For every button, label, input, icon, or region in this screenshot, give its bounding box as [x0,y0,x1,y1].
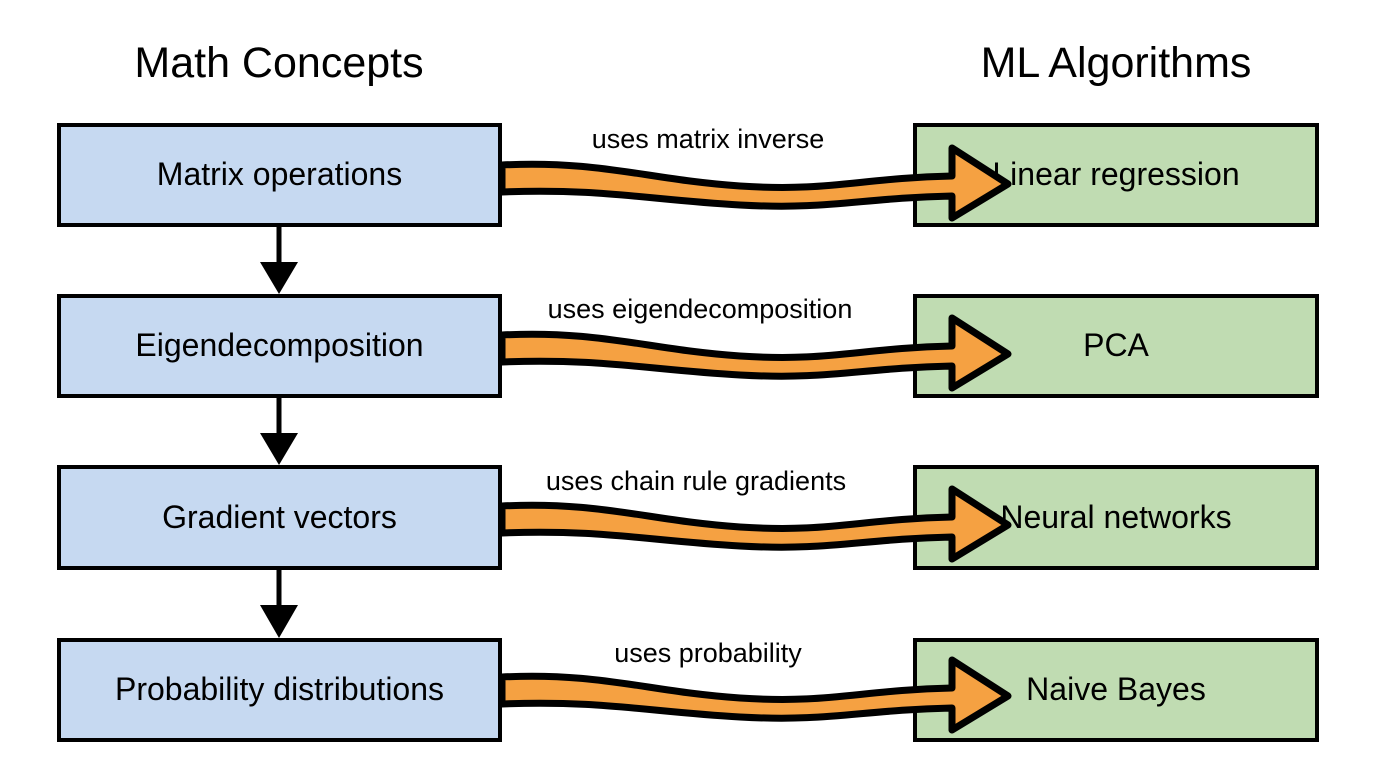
arrow-eigendecomposition-to-gradient-vectors [260,398,298,465]
node-naive-bayes[interactable]: Naive Bayes [913,638,1319,742]
node-linear-regression[interactable]: Linear regression [913,123,1319,227]
node-gradient-vectors[interactable]: Gradient vectors [57,465,502,570]
node-neural-networks[interactable]: Neural networks [913,465,1319,570]
edge-label-uses-probability: uses probability [614,638,802,668]
edge-label-uses-eigendecomposition: uses eigendecomposition [547,294,853,324]
edge-label-uses-chain-rule-gradients: uses chain rule gradients [545,466,847,496]
arrow-matrix-operations-to-eigendecomposition [260,227,298,294]
node-matrix-operations[interactable]: Matrix operations [57,123,502,227]
column-header-ml-algorithms: ML Algorithms [980,39,1252,87]
node-probability-distributions[interactable]: Probability distributions [57,638,502,742]
node-pca[interactable]: PCA [913,294,1319,398]
arrow-gradient-vectors-to-probability-distributions [260,570,298,638]
edge-label-uses-matrix-inverse: uses matrix inverse [591,124,825,154]
column-header-math-concepts: Math Concepts [134,39,424,87]
node-eigendecomposition[interactable]: Eigendecomposition [57,294,502,398]
